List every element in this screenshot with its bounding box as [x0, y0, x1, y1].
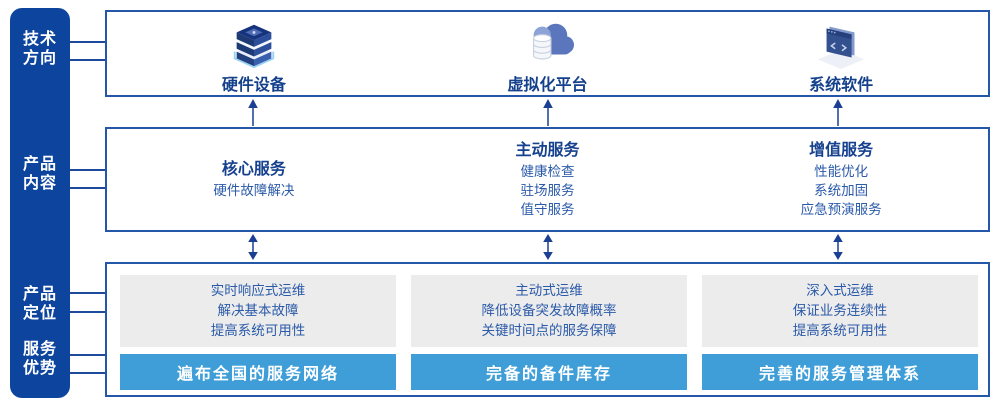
positioning-line: 深入式运维 [806, 283, 874, 298]
arrow-double-vertical-icon [833, 234, 843, 260]
tech-item-hardware: 硬件设备 [107, 12, 401, 95]
arrow-up-icon [543, 99, 553, 126]
positioning-line: 提高系统可用性 [210, 323, 306, 338]
server-stack-icon [233, 24, 275, 69]
service-title: 核心服务 [221, 161, 286, 178]
service-item: 值守服务 [520, 202, 575, 217]
service-item: 系统加固 [814, 183, 869, 198]
sidebar-label-product-content: 产品 内容 [22, 156, 57, 192]
positioning-line: 降低设备突发故障概率 [481, 303, 617, 318]
product-positioning-panel: 实时响应式运维 解决基本故障 提高系统可用性 遍布全国的服务网络 主动式运维 降… [105, 262, 990, 397]
tech-item-label: 虚拟化平台 [507, 77, 588, 94]
connector-line [70, 169, 105, 171]
tech-direction-panel: 硬件设备 虚拟化平台 [105, 10, 990, 97]
arrow-double-vertical-icon [248, 234, 258, 260]
tech-item-system-software: 系统软件 [694, 12, 988, 95]
tech-item-virtualization: 虚拟化平台 [401, 12, 695, 95]
service-column-value-added: 增值服务 性能优化 系统加固 应急预演服务 [694, 129, 988, 230]
positioning-column: 实时响应式运维 解决基本故障 提高系统可用性 遍布全国的服务网络 [120, 264, 396, 395]
sidebar-label-service-advantage: 服务 优势 [22, 341, 57, 377]
connector-line [70, 354, 105, 356]
service-column-core: 核心服务 硬件故障解决 [107, 129, 401, 230]
positioning-card: 实时响应式运维 解决基本故障 提高系统可用性 [120, 275, 396, 347]
connector-line [70, 292, 105, 294]
positioning-line: 关键时间点的服务保障 [481, 323, 617, 338]
service-title: 增值服务 [809, 142, 874, 159]
advantage-bar: 完善的服务管理体系 [702, 354, 978, 390]
arrow-double-vertical-icon [543, 234, 553, 260]
positioning-line: 提高系统可用性 [792, 323, 888, 338]
service-item: 健康检查 [520, 164, 575, 179]
category-sidebar: 技术 方向 产品 内容 产品 定位 服务 优势 [10, 8, 70, 398]
service-title: 主动服务 [515, 142, 580, 159]
positioning-card: 深入式运维 保证业务连续性 提高系统可用性 [702, 275, 978, 347]
connector-line [70, 311, 105, 313]
positioning-line: 保证业务连续性 [792, 303, 888, 318]
arrow-up-icon [833, 99, 843, 126]
connector-line [70, 41, 105, 43]
positioning-line: 主动式运维 [515, 283, 583, 298]
positioning-line: 实时响应式运维 [210, 283, 306, 298]
advantage-bar: 遍布全国的服务网络 [120, 354, 396, 390]
service-item: 应急预演服务 [800, 202, 882, 217]
cloud-database-icon [532, 23, 574, 60]
software-window-icon [818, 26, 865, 69]
service-item: 性能优化 [814, 164, 869, 179]
connector-line [70, 59, 105, 61]
sidebar-label-product-positioning: 产品 定位 [22, 286, 57, 322]
advantage-bar: 完备的备件库存 [411, 354, 687, 390]
positioning-line: 解决基本故障 [217, 303, 299, 318]
connector-line [70, 187, 105, 189]
arrow-up-icon [248, 99, 258, 126]
service-item: 硬件故障解决 [213, 183, 295, 198]
tech-item-label: 硬件设备 [221, 77, 286, 94]
service-column-proactive: 主动服务 健康检查 驻场服务 值守服务 [401, 129, 695, 230]
positioning-card: 主动式运维 降低设备突发故障概率 关键时间点的服务保障 [411, 275, 687, 347]
product-content-panel: 核心服务 硬件故障解决 主动服务 健康检查 驻场服务 值守服务 增值服务 性能优… [105, 127, 990, 232]
sidebar-label-tech-direction: 技术 方向 [22, 31, 57, 67]
tech-item-label: 系统软件 [809, 77, 874, 94]
positioning-column: 主动式运维 降低设备突发故障概率 关键时间点的服务保障 完备的备件库存 [411, 264, 687, 395]
connector-line [70, 372, 105, 374]
service-item: 驻场服务 [520, 183, 575, 198]
positioning-column: 深入式运维 保证业务连续性 提高系统可用性 完善的服务管理体系 [702, 264, 978, 395]
